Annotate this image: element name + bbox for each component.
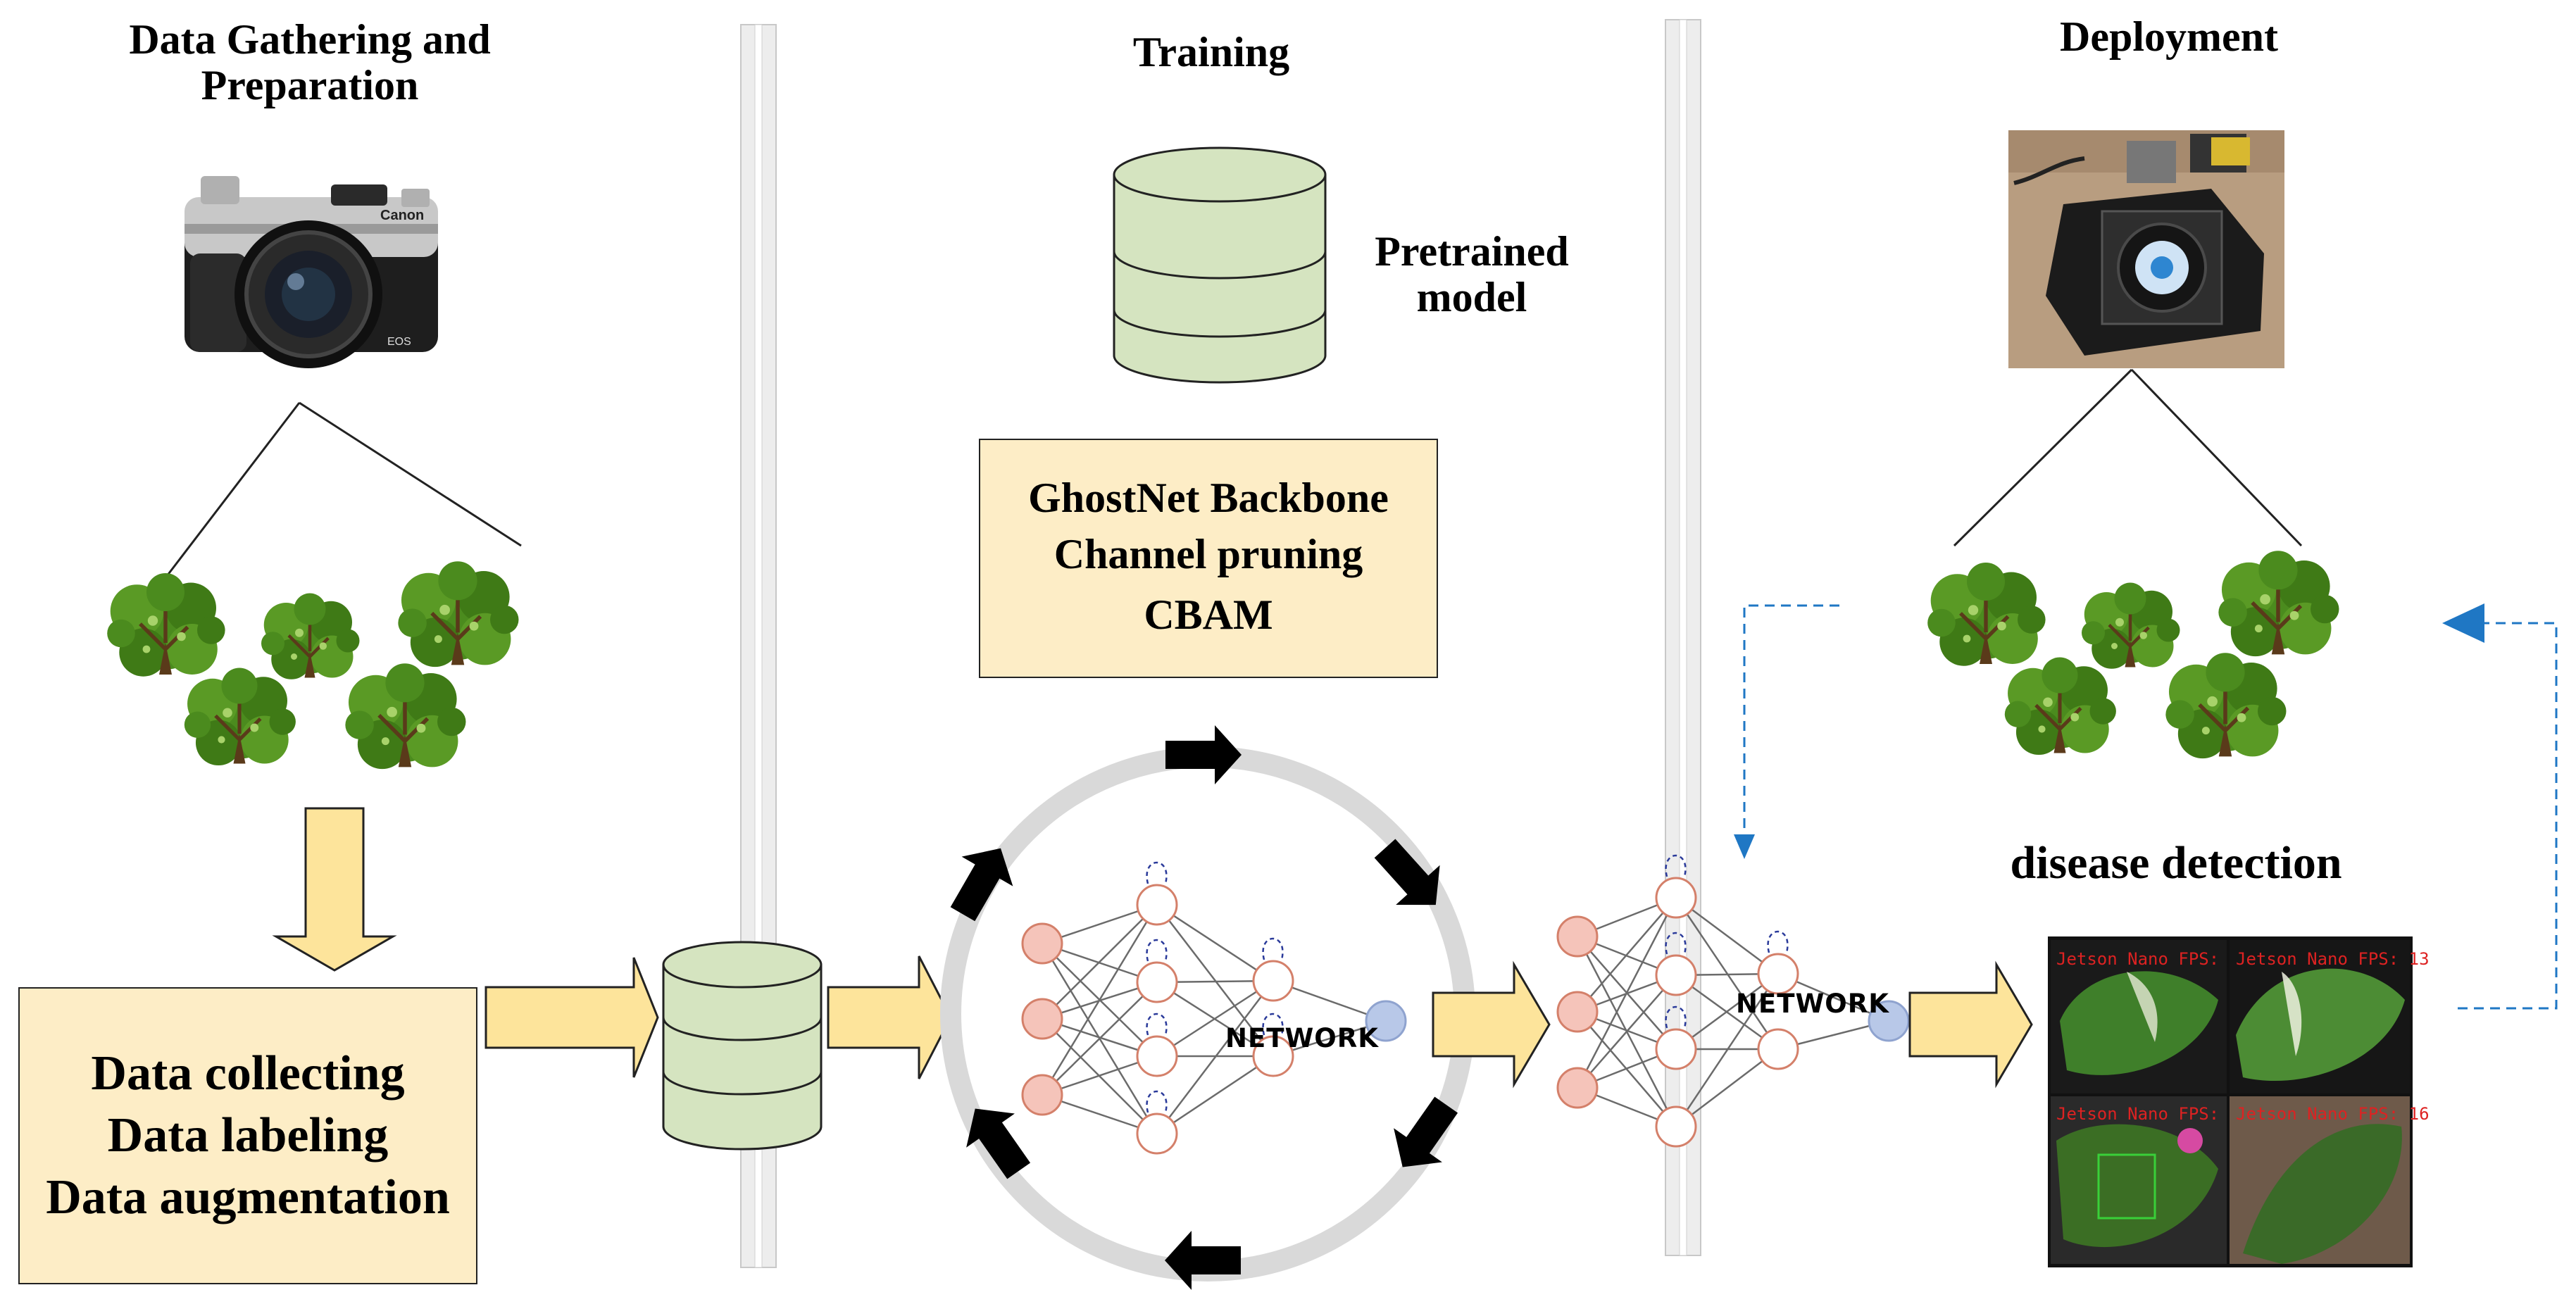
fps-label-2: Jetson Nano FPS: 13 xyxy=(2236,949,2430,969)
feedback-arrow-left xyxy=(1743,604,1839,841)
stage-title-gathering-line2: Preparation xyxy=(201,61,419,108)
stage-title-deployment: Deployment xyxy=(2060,13,2278,60)
network-label-deployment: NETWORK xyxy=(1736,989,1889,1019)
feedback-arrow-right xyxy=(2458,622,2558,1010)
technique-cbam: CBAM xyxy=(1144,591,1273,638)
tree-group-icon xyxy=(1927,551,2339,758)
stage-title-gathering-line1: Data Gathering and xyxy=(129,16,491,63)
arrow-to-database-1 xyxy=(484,957,659,1078)
data-step-collecting: Data collecting xyxy=(91,1046,405,1101)
fps-label-3: Jetson Nano FPS: 16 xyxy=(2056,1104,2250,1124)
arrow-to-detection xyxy=(1908,960,2033,1089)
techniques-box: GhostNet Backbone Channel pruning CBAM xyxy=(979,439,1438,678)
pretrained-line2: model xyxy=(1416,273,1527,320)
neural-network-icon xyxy=(1021,861,1407,1155)
data-steps-box: Data collecting Data labeling Data augme… xyxy=(18,987,477,1284)
neural-network-icon xyxy=(1556,854,1910,1148)
divider-2 xyxy=(1665,19,1701,1256)
camera-icon: Canon EOS xyxy=(185,176,438,368)
camera-model: EOS xyxy=(387,336,411,348)
arrow-to-network-2 xyxy=(1432,960,1551,1089)
board-tree-connector xyxy=(1953,368,2303,547)
stage-title-gathering: Data Gathering and Preparation xyxy=(85,17,535,108)
feedback-arrowhead-left xyxy=(2442,603,2484,643)
data-step-labeling: Data labeling xyxy=(107,1108,389,1163)
fps-label-4: Jetson Nano FPS: 16 xyxy=(2236,1104,2430,1124)
arrow-to-training xyxy=(827,955,952,1079)
camera-brand: Canon xyxy=(380,208,424,223)
disease-detection-label: disease detection xyxy=(2010,837,2342,889)
stage-title-training: Training xyxy=(1132,29,1290,75)
tree-group-icon xyxy=(107,561,518,769)
feedback-arrowhead-down xyxy=(1734,834,1755,859)
jetson-board-icon xyxy=(2008,130,2284,368)
technique-pruning: Channel pruning xyxy=(1053,531,1363,577)
fps-label-1: Jetson Nano FPS: 12 xyxy=(2056,949,2250,969)
database-icon xyxy=(1113,146,1327,384)
camera-tree-connector xyxy=(165,401,522,577)
data-step-augmentation: Data augmentation xyxy=(46,1170,450,1224)
network-label-training: NETWORK xyxy=(1225,1023,1379,1053)
pretrained-model-label: Pretrained model xyxy=(1338,229,1606,320)
technique-ghostnet: GhostNet Backbone xyxy=(1028,475,1389,521)
database-icon xyxy=(662,941,823,1151)
down-arrow xyxy=(272,807,397,972)
pretrained-line1: Pretrained xyxy=(1375,228,1569,275)
detection-images: Jetson Nano FPS: 12 Jetson Nano FPS: 13 … xyxy=(2048,936,2430,1267)
